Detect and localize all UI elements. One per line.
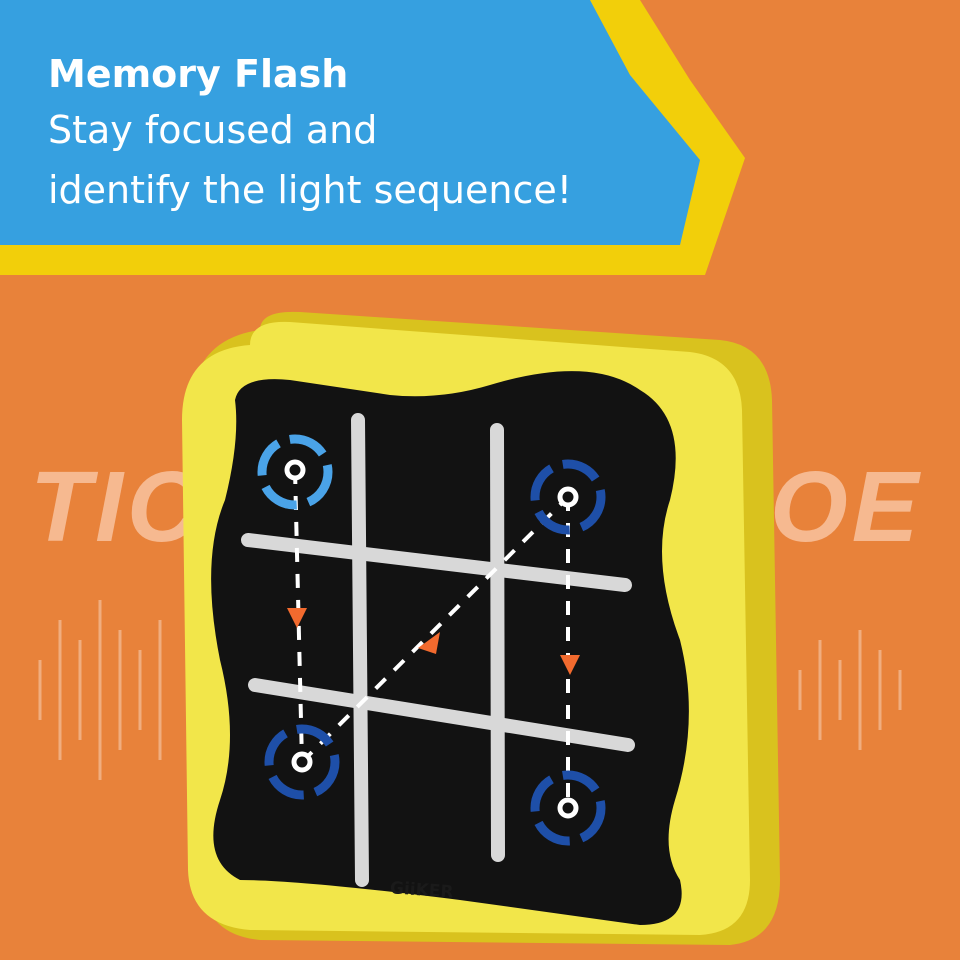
- arrow-icons: [287, 608, 580, 675]
- light-ring-bottom-right: [530, 770, 606, 846]
- light-ring-top-right: [530, 459, 606, 535]
- grid-lines: [241, 413, 635, 887]
- light-ring-bottom-left: [264, 724, 340, 800]
- background-word-right: OE: [770, 451, 923, 563]
- arrow-diagonal-icon: [418, 632, 440, 654]
- light-ring-top-left: [257, 434, 333, 510]
- background-word-left: TIC: [30, 451, 204, 563]
- brand-logo: GiiKER: [389, 878, 454, 902]
- node-dots: [284, 459, 579, 819]
- device-face: [211, 371, 689, 926]
- banner-subtitle-line-1: Stay focused and: [48, 108, 378, 152]
- device: GiiKER: [182, 311, 781, 945]
- sound-wave-decoration: [38, 600, 902, 780]
- banner-subtitle-line-2: identify the light sequence!: [48, 168, 572, 212]
- arrow-down-icon: [287, 608, 307, 628]
- banner: [0, 0, 700, 245]
- path-dashes: [293, 469, 570, 808]
- banner-title: Memory Flash: [48, 52, 349, 96]
- arrow-down-icon: [560, 655, 580, 675]
